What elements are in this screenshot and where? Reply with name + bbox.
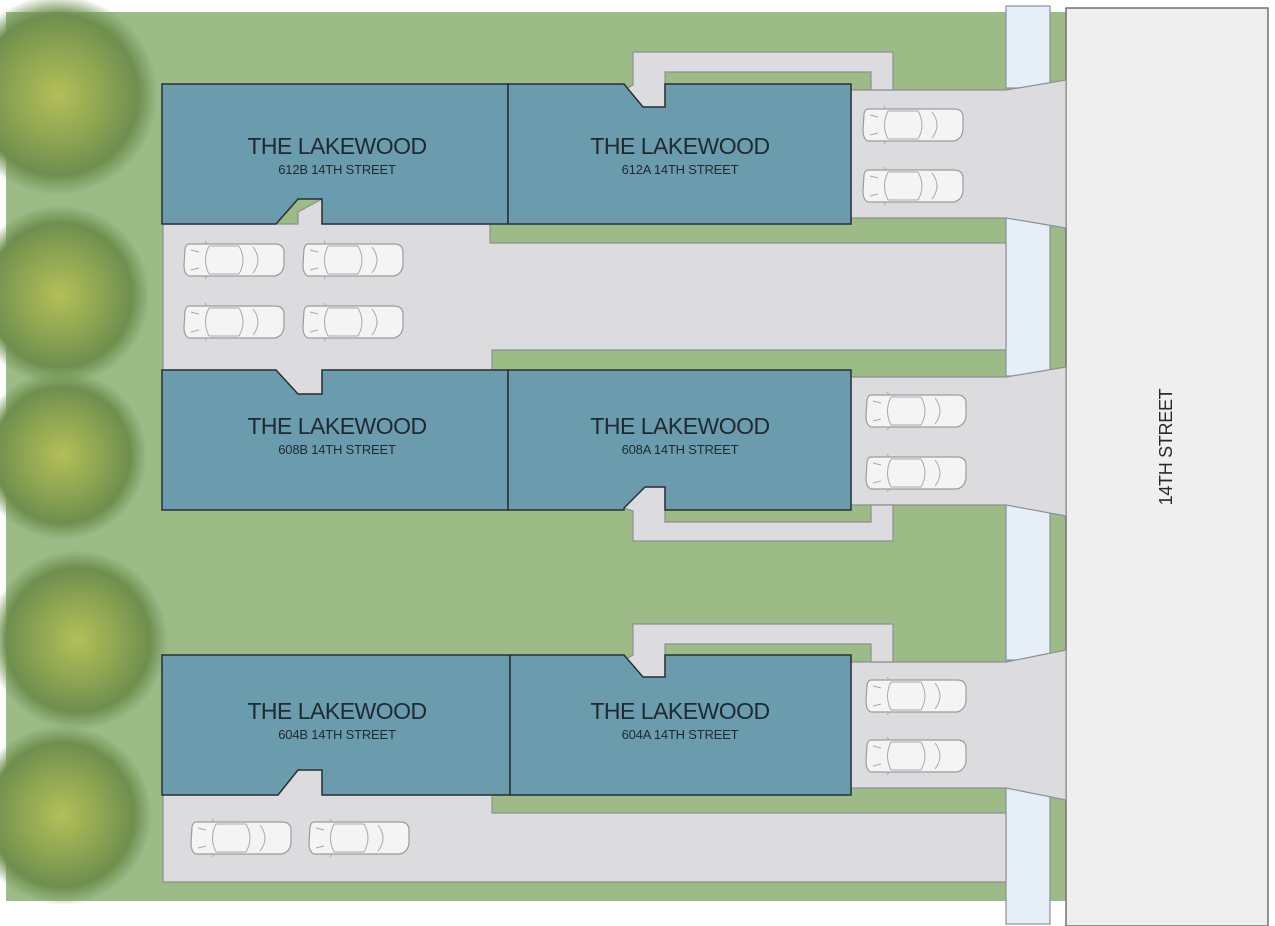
tree-icon <box>0 550 168 730</box>
tree-icon <box>0 370 147 540</box>
tree-icon <box>0 0 158 195</box>
unit-608a[interactable]: THE LAKEWOOD 608A 14TH STREET <box>507 369 852 511</box>
street-name: 14TH STREET <box>1156 388 1176 505</box>
unit-title: THE LAKEWOOD <box>247 133 426 159</box>
car-icon <box>865 676 967 716</box>
tree-icon <box>0 725 152 905</box>
car-icon <box>862 105 964 145</box>
unit-address: 612B 14TH STREET <box>278 162 396 177</box>
unit-title: THE LAKEWOOD <box>247 698 426 724</box>
car-icon <box>183 302 285 342</box>
car-icon <box>302 240 404 280</box>
car-icon <box>865 736 967 776</box>
car-icon <box>190 818 292 858</box>
unit-address: 604B 14TH STREET <box>278 727 396 742</box>
unit-title: THE LAKEWOOD <box>247 413 426 439</box>
car-icon <box>302 302 404 342</box>
unit-address: 608A 14TH STREET <box>622 442 739 457</box>
car-icon <box>862 166 964 206</box>
unit-604a[interactable]: THE LAKEWOOD 604A 14TH STREET <box>509 654 852 796</box>
car-icon <box>183 240 285 280</box>
car-icon <box>865 453 967 493</box>
unit-address: 604A 14TH STREET <box>622 727 739 742</box>
car-icon <box>308 818 410 858</box>
unit-608b[interactable]: THE LAKEWOOD 608B 14TH STREET <box>161 369 509 511</box>
unit-612a[interactable]: THE LAKEWOOD 612A 14TH STREET <box>507 83 852 225</box>
tree-row <box>0 0 168 905</box>
unit-title: THE LAKEWOOD <box>590 413 769 439</box>
unit-title: THE LAKEWOOD <box>590 698 769 724</box>
unit-title: THE LAKEWOOD <box>590 133 769 159</box>
street-surface <box>1065 7 1269 926</box>
unit-604b[interactable]: THE LAKEWOOD 604B 14TH STREET <box>161 654 511 796</box>
tree-icon <box>0 205 150 385</box>
unit-address: 608B 14TH STREET <box>278 442 396 457</box>
unit-address: 612A 14TH STREET <box>622 162 739 177</box>
unit-612b[interactable]: THE LAKEWOOD 612B 14TH STREET <box>161 83 509 225</box>
car-icon <box>865 391 967 431</box>
